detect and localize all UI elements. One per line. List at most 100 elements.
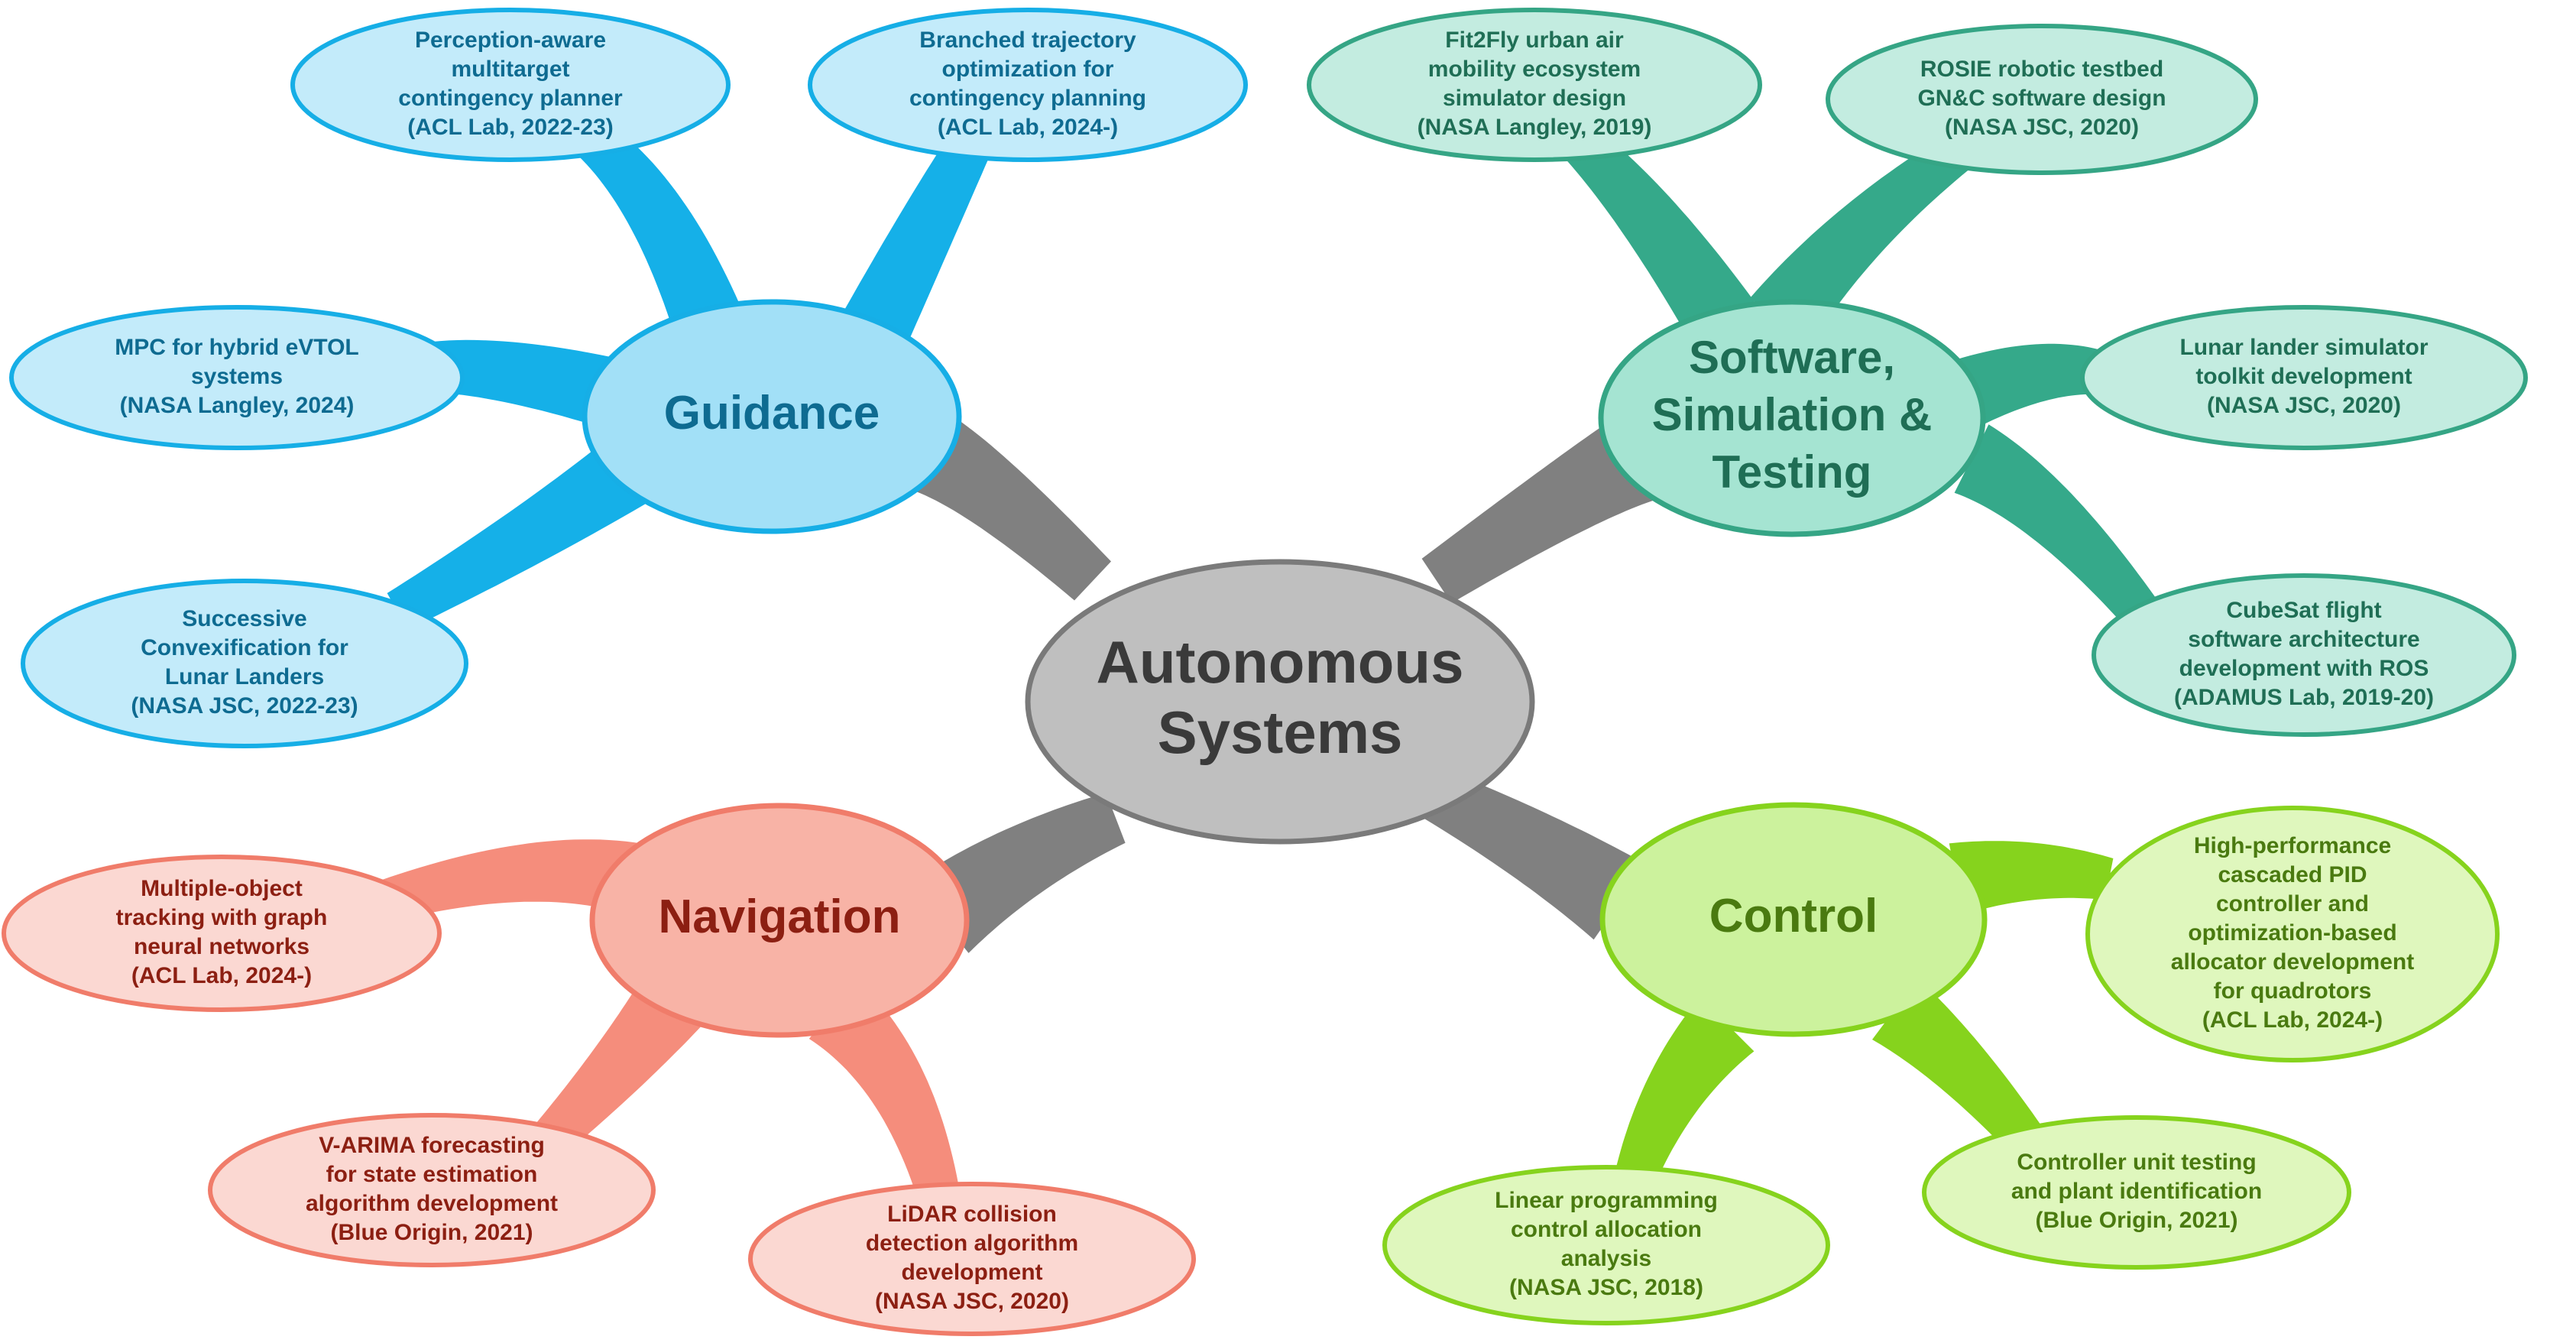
- connector-center-software: [1421, 417, 1656, 604]
- leaf-software-4-label-line: CubeSat flight: [2226, 598, 2381, 623]
- hub-software: [1598, 299, 1986, 537]
- connector-control-leaf-3: [1615, 997, 1755, 1184]
- leaf-navigation-2-label-line: V-ARIMA forecasting: [319, 1133, 545, 1158]
- leaf-control-1-label-line: High-performance: [2194, 833, 2391, 858]
- leaf-navigation-1-label-line: neural networks: [134, 934, 309, 959]
- leaf-control-1-label-line: for quadrotors: [2214, 978, 2372, 1004]
- hub-navigation: [589, 803, 970, 1038]
- leaf-guidance-1-label-line: multitarget: [451, 57, 569, 82]
- connector-control-leaf-2: [1872, 978, 2042, 1153]
- leaf-navigation-3: [748, 1182, 1196, 1336]
- leaf-software-4: [2092, 573, 2516, 737]
- connector-software-leaf-1: [1560, 122, 1759, 350]
- leaf-guidance-4-label-line: (NASA JSC, 2022-23): [131, 693, 358, 719]
- hub-guidance-label: Guidance: [664, 387, 880, 440]
- leaf-guidance-4-label-line: Lunar Landers: [165, 664, 324, 689]
- leaf-control-1-label: High-performance cascaded PID controller a…: [2171, 833, 2414, 1033]
- leaf-guidance-2-label-line: contingency planning: [909, 86, 1146, 111]
- hub-software-label-line: Software,: [1689, 332, 1895, 383]
- leaf-software-2-label-line: GN&C software design: [1917, 86, 2166, 111]
- connector-guidance-leaf-1: [569, 112, 745, 342]
- leaf-software-3-label-line: (NASA JSC, 2020): [2207, 393, 2401, 418]
- leaf-navigation-2-label: V-ARIMA forecasting for state estimation a…: [306, 1133, 558, 1245]
- leaf-software-2-label-line: (NASA JSC, 2020): [1945, 115, 2139, 140]
- leaf-control-1-label-line: cascaded PID: [2218, 862, 2367, 887]
- leaf-guidance-3: [9, 305, 465, 450]
- leaf-software-1-label-line: mobility ecosystem: [1428, 57, 1641, 82]
- leaf-software-3-label-line: toolkit development: [2195, 364, 2412, 389]
- leaf-software-4-label-line: (ADAMUS Lab, 2019-20): [2174, 685, 2434, 710]
- leaf-software-2-label-line: ROSIE robotic testbed: [1920, 57, 2163, 82]
- leaf-guidance-1-label-line: (ACL Lab, 2022-23): [407, 115, 614, 140]
- leaf-navigation-3-label-line: detection algorithm: [866, 1231, 1078, 1256]
- connector-control-leaf-1: [1949, 841, 2114, 915]
- leaf-guidance-2-label-line: Branched trajectory: [919, 28, 1136, 53]
- leaf-control-3-label-line: analysis: [1561, 1246, 1651, 1271]
- leaf-guidance-4-label-line: Successive: [182, 606, 306, 631]
- connector-navigation-leaf-2: [535, 978, 703, 1154]
- hub-navigation-label-line: Navigation: [659, 890, 901, 943]
- leaf-navigation-1-label-line: tracking with graph: [116, 905, 328, 930]
- leaf-control-2-label-line: Controller unit testing: [2017, 1150, 2256, 1175]
- leaf-software-2: [1826, 24, 2258, 175]
- leaf-control-2: [1922, 1115, 2351, 1270]
- leaf-guidance-3-label-line: systems: [191, 364, 283, 389]
- leaf-software-4-label-line: development with ROS: [2179, 656, 2429, 681]
- leaf-navigation-1-label-line: (ACL Lab, 2024-): [131, 963, 312, 988]
- leaf-navigation-2-label-line: algorithm development: [306, 1191, 558, 1216]
- leaf-control-1-label-line: controller and: [2216, 891, 2369, 916]
- leaf-software-1-label-line: simulator design: [1443, 86, 1626, 111]
- leaf-control-3-label-line: Linear programming: [1495, 1188, 1718, 1213]
- leaf-control-1-label-line: (ACL Lab, 2024-): [2202, 1007, 2383, 1033]
- leaf-control-2-label-line: (Blue Origin, 2021): [2035, 1208, 2237, 1233]
- leaf-navigation-1: [2, 855, 442, 1012]
- hub-guidance: [582, 299, 962, 534]
- branch-connectors: [376, 112, 2156, 1205]
- leaf-control-2-label-line: and plant identification: [2011, 1179, 2262, 1204]
- leaf-navigation-3-label-line: LiDAR collision: [887, 1202, 1057, 1227]
- leaf-navigation-3-label-line: development: [901, 1260, 1042, 1285]
- leaf-control-2-label: Controller unit testing and plant identif…: [2011, 1150, 2262, 1233]
- leaf-software-4-label-line: software architecture: [2188, 627, 2419, 652]
- leaf-navigation-3-label-line: (NASA JSC, 2020): [875, 1289, 1069, 1314]
- leaf-navigation-2-label-line: (Blue Origin, 2021): [330, 1220, 533, 1245]
- leaf-navigation-2-label-line: for state estimation: [326, 1162, 538, 1187]
- leaf-guidance-1-label-line: contingency planner: [398, 86, 623, 111]
- connector-guidance-leaf-2: [838, 119, 996, 353]
- leaf-software-1: [1307, 8, 1762, 162]
- leaf-software-1-label: Fit2Fly urban air mobility ecosystem simul…: [1418, 28, 1652, 140]
- leaf-guidance-3-label-line: (NASA Langley, 2024): [120, 393, 355, 418]
- hub-control-label-line: Control: [1709, 890, 1878, 942]
- hub-navigation-label: Navigation: [659, 890, 901, 943]
- leaf-control-1-label-line: optimization-based: [2188, 920, 2396, 946]
- leaf-control-3-label-line: control allocation: [1511, 1217, 1702, 1242]
- leaf-guidance-4: [21, 579, 468, 748]
- leaf-software-1-label-line: Fit2Fly urban air: [1445, 28, 1624, 53]
- leaf-guidance-1: [290, 8, 731, 162]
- hub-software-label-line: Testing: [1712, 446, 1872, 498]
- connector-navigation-leaf-3: [808, 979, 961, 1205]
- leaf-guidance-2: [808, 8, 1248, 162]
- connector-software-leaf-3: [1942, 343, 2114, 431]
- leaf-guidance-2-label-line: (ACL Lab, 2024-): [938, 115, 1118, 140]
- leaf-control-3-label-line: (NASA JSC, 2018): [1509, 1275, 1703, 1300]
- hub-guidance-label-line: Guidance: [664, 387, 880, 440]
- leaf-control-1: [2085, 806, 2500, 1062]
- leaf-software-4-label: CubeSat flight software architecture devel…: [2174, 598, 2434, 710]
- connector-software-leaf-2: [1750, 135, 1968, 344]
- leaf-guidance-4-label-line: Convexification for: [141, 635, 348, 660]
- leaf-control-1-label-line: allocator development: [2171, 949, 2414, 975]
- connector-guidance-leaf-4: [387, 434, 656, 630]
- hub-software-label: Software,Simulation &Testing: [1652, 332, 1933, 498]
- connector-software-leaf-4: [1954, 424, 2156, 625]
- leaf-control-3: [1382, 1165, 1830, 1325]
